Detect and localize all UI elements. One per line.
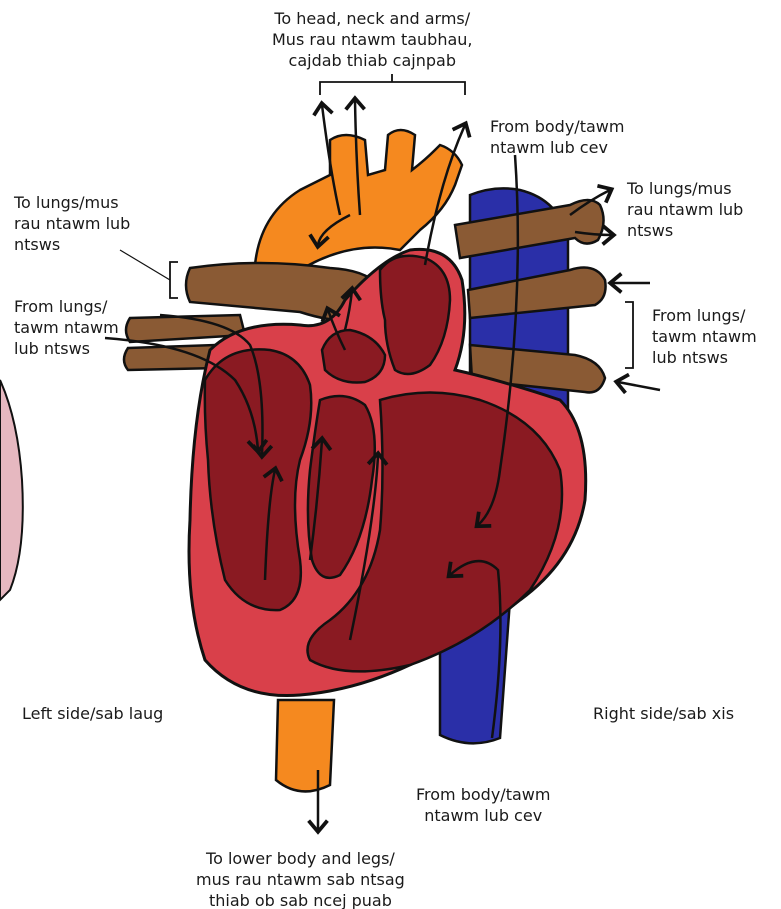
label-line: ntawm lub cev [490, 137, 624, 158]
label-line: tawm ntawm [14, 317, 119, 338]
label-line: mus rau ntawm sab ntsag [196, 869, 405, 890]
label-to-lower-body-legs: To lower body and legs/ mus rau ntawm sa… [196, 848, 405, 909]
label-line: cajdab thiab cajnpab [272, 50, 473, 71]
label-line: From lungs/ [652, 305, 757, 326]
label-line: ntsws [14, 234, 130, 255]
label-line: To lower body and legs/ [196, 848, 405, 869]
label-right-side: Right side/sab xis [593, 703, 734, 724]
label-line: rau ntawm lub [14, 213, 130, 234]
lung-edge [0, 380, 23, 600]
label-line: thiab ob sab ncej puab [196, 890, 405, 909]
label-line: From body/tawm [416, 784, 550, 805]
label-line: ntsws [627, 220, 743, 241]
label-line: To lungs/mus [14, 192, 130, 213]
label-from-lungs-left: From lungs/ tawm ntawm lub ntsws [14, 296, 119, 359]
label-line: rau ntawm lub [627, 199, 743, 220]
label-line: ntawm lub cev [416, 805, 550, 826]
label-to-lungs-left: To lungs/mus rau ntawm lub ntsws [14, 192, 130, 255]
label-line: From body/tawm [490, 116, 624, 137]
top-bracket [320, 74, 465, 95]
label-line: To head, neck and arms/ [272, 8, 473, 29]
label-line: lub ntsws [14, 338, 119, 359]
label-to-lungs-right: To lungs/mus rau ntawm lub ntsws [627, 178, 743, 241]
label-line: tawm ntawm [652, 326, 757, 347]
label-left-side: Left side/sab laug [22, 703, 163, 724]
label-line: From lungs/ [14, 296, 119, 317]
descending-aorta [276, 700, 334, 791]
label-line: lub ntsws [652, 347, 757, 368]
left-bracket [170, 262, 178, 298]
label-to-head-neck-arms: To head, neck and arms/ Mus rau ntawm ta… [272, 8, 473, 71]
label-from-body-bottom: From body/tawm ntawm lub cev [416, 784, 550, 826]
label-from-body-top: From body/tawm ntawm lub cev [490, 116, 624, 158]
label-line: To lungs/mus [627, 178, 743, 199]
label-from-lungs-right: From lungs/ tawm ntawm lub ntsws [652, 305, 757, 368]
label-line: Mus rau ntawm taubhau, [272, 29, 473, 50]
right-bracket [625, 302, 633, 368]
